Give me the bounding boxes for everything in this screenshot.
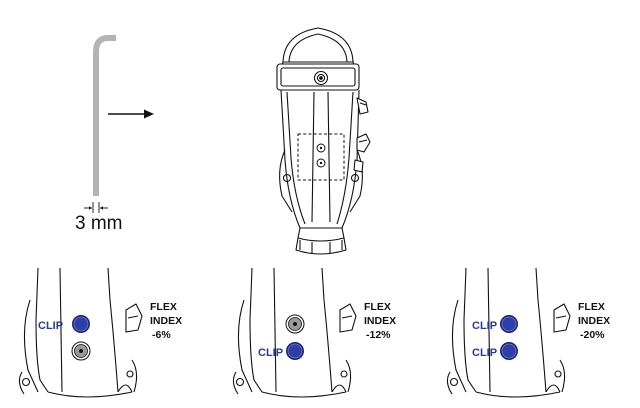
clip-highlight [501,343,517,359]
clip-highlight [501,316,517,332]
flex-title: FLEX [150,301,177,313]
screw-socket [79,349,83,353]
clip-highlight [73,316,89,332]
clip-position-upper [500,315,518,333]
clip-position-lower [286,342,304,360]
clip-position-lower [500,342,518,360]
ski-boot-rear-view [276,27,371,255]
flex-panel-2: CLIP FLEX INDEX -12% [232,267,396,398]
clip-position-upper [72,315,90,333]
flex-index-label: INDEX [150,315,182,327]
flex-index-label: INDEX [364,315,396,327]
boot-adjust-screw-upper [316,143,326,153]
direction-arrow-icon [108,109,154,119]
flex-index-label: INDEX [578,315,610,327]
tool-size-label: 3 mm [75,213,123,234]
flex-panel-1: CLIP FLEX INDEX -6% [18,267,182,398]
flex-adjust-area [297,133,345,181]
clip-highlight [287,343,303,359]
flex-title: FLEX [364,301,391,313]
clip-label-lower: CLIP [258,347,283,359]
allen-key-tool [93,35,116,196]
boot-adjust-screw-lower [316,158,326,168]
clip-label-lower: CLIP [472,347,497,359]
flex-value: -6% [152,329,171,341]
flex-title: FLEX [578,301,605,313]
tool-size-indicator [84,202,108,213]
flex-value: -12% [366,329,391,341]
flex-value: -20% [580,329,605,341]
screw-socket [293,322,297,326]
clip-position-lower [71,341,91,361]
clip-position-upper [285,314,305,334]
clip-label-upper: CLIP [472,320,497,332]
flex-panel-3: CLIP CLIP FLEX INDEX -20% [446,267,610,398]
clip-label-upper: CLIP [38,320,63,332]
